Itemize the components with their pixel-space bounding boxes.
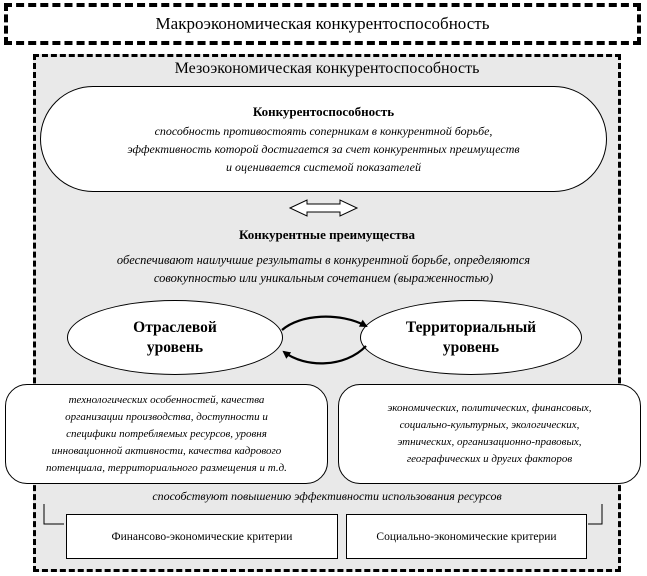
- industry-factor-line: организации производства, доступности и: [65, 410, 268, 423]
- territorial-factor-line: этнических, организационно-правовых,: [397, 436, 582, 448]
- financial-economic-criteria-label: Финансово-экономические критерии: [111, 530, 293, 543]
- resource-efficiency-text: способствуют повышению эффективности исп…: [152, 489, 502, 503]
- territorial-level-label: Территориальный: [405, 318, 537, 336]
- territorial-factors-box: экономических, политических, финансовых,…: [338, 384, 641, 484]
- arrow-to-territorial-icon: [281, 315, 368, 331]
- competitiveness-line: и оценивается системой показателей: [226, 160, 421, 174]
- advantages-line: совокупностью или уникальным сочетанием …: [153, 271, 494, 285]
- macro-title: Макроэкономическая конкурентоспособность: [155, 14, 490, 33]
- advantages-title: Конкурентные преимущества: [238, 227, 416, 242]
- territorial-factor-line: социально-культурных, экологических,: [399, 419, 580, 431]
- territorial-level-ellipse: Территориальный уровень: [360, 300, 582, 375]
- territorial-factor-line: экономических, политических, финансовых,: [387, 402, 592, 414]
- industry-factor-line: специфики потребляемых ресурсов, уровня: [66, 427, 267, 440]
- industry-level-label: Отраслевой: [133, 318, 217, 336]
- territorial-level-label: уровень: [442, 338, 500, 356]
- industry-factor-line: инновационной активности, качества кадро…: [51, 444, 282, 457]
- criteria-bracket-line: [43, 504, 603, 525]
- industry-level-ellipse: Отраслевой уровень: [67, 300, 283, 375]
- competitiveness-title: Конкурентоспособность: [252, 104, 395, 119]
- social-economic-criteria-box: Социально-экономические критерии: [346, 514, 587, 559]
- macro-competitiveness-banner: Макроэкономическая конкурентоспособность: [4, 3, 641, 45]
- competitiveness-line: способность противостоять соперникам в к…: [154, 124, 493, 138]
- competitiveness-line: эффективность которой достигается за сче…: [127, 142, 520, 156]
- industry-factors-box: технологических особенностей, качества о…: [5, 384, 328, 484]
- competitiveness-definition: способность противостоять соперникам в к…: [60, 122, 587, 176]
- double-arrow-icon: [288, 199, 359, 217]
- advantages-definition: обеспечивают наилучшие результаты в конк…: [40, 251, 607, 287]
- social-economic-criteria-label: Социально-экономические критерии: [376, 530, 557, 543]
- financial-economic-criteria-box: Финансово-экономические критерии: [66, 514, 338, 559]
- advantages-line: обеспечивают наилучшие результаты в конк…: [116, 253, 531, 267]
- arrow-to-industry-icon: [282, 345, 367, 365]
- industry-level-label: уровень: [146, 338, 204, 356]
- meso-title: Мезоэкономическая конкурентоспособность: [174, 60, 480, 77]
- territorial-factor-line: географических и других факторов: [406, 453, 573, 465]
- competitiveness-ellipse: [40, 86, 607, 192]
- industry-factor-line: технологических особенностей, качества: [68, 393, 265, 406]
- industry-factor-line: потенциала, территориального размещения …: [46, 461, 287, 474]
